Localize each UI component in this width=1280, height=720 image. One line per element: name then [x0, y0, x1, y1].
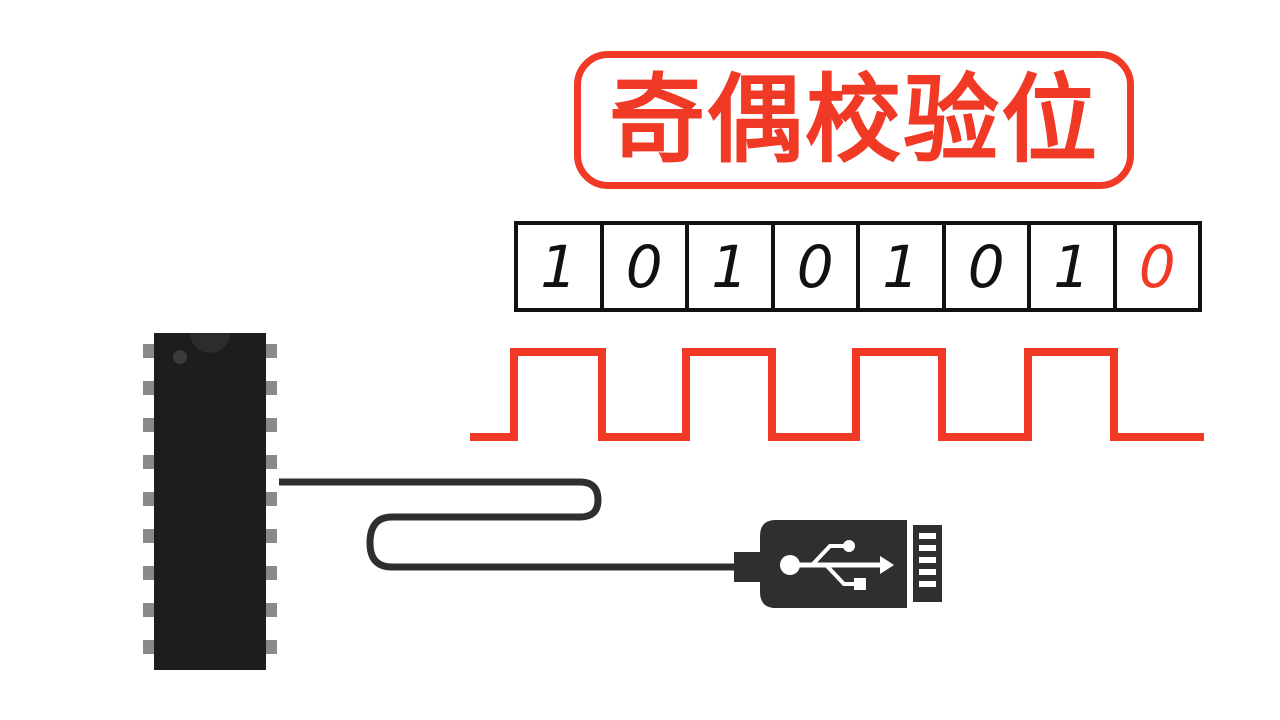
- bit-sequence: 1 0 1 0 1 0 1 0: [514, 221, 1202, 312]
- usb-cable: [279, 478, 752, 571]
- title-box: 奇偶校验位: [574, 51, 1134, 189]
- bit-cell: 1: [689, 225, 775, 308]
- bit-cell: 0: [946, 225, 1031, 308]
- bit-cell: 0: [775, 225, 860, 308]
- bit-cell: 1: [1031, 225, 1117, 308]
- parity-bit-cell: 0: [1138, 232, 1176, 301]
- usb-connector: [734, 520, 942, 608]
- bit-cell: 1: [518, 225, 604, 308]
- bit-cell: 0: [604, 225, 689, 308]
- bit-cell: 1: [860, 225, 946, 308]
- square-wave: [470, 348, 1204, 441]
- usb-icon: [780, 540, 894, 590]
- page-title: 奇偶校验位: [609, 64, 1099, 176]
- integrated-circuit-chip: [143, 333, 277, 670]
